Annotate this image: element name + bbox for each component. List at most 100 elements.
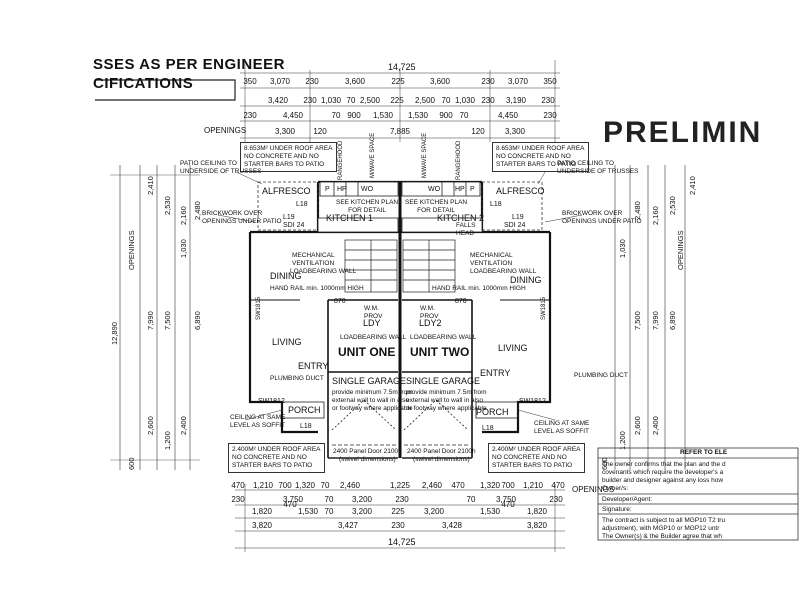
left-dim: 2,160: [179, 206, 188, 225]
dim-value: 3,428: [441, 521, 463, 530]
note-line: BRICKWORK OVER: [562, 210, 623, 217]
window-code-vertical: SW1815: [256, 296, 262, 320]
dim-value: 230: [391, 521, 405, 530]
garage-wall-note-right: provide minimum 7.5m from external wall …: [406, 389, 487, 413]
note-line: FALLS: [456, 222, 476, 229]
bottom-dimension-lines: [235, 484, 565, 552]
dim-value: 230: [541, 96, 555, 105]
right-dim: 1,200: [618, 431, 627, 450]
left-dim: 2,410: [146, 176, 155, 195]
note-line: builder and designer against any loss ho…: [602, 477, 724, 484]
note-line: NO CONCRETE AND NO: [492, 454, 567, 461]
bottom-dim-row3b: 470 470: [0, 500, 800, 510]
note-line: CEILING AT SAME: [230, 414, 286, 421]
right-dim: 1,030: [618, 239, 627, 258]
left-dim: 2,480: [193, 201, 202, 220]
right-dim: 2,600: [633, 416, 642, 435]
dim-value: 70: [320, 481, 330, 490]
bottom-dim-row2: 230 3,750 70 3,200 230 70 3,750 230: [0, 495, 800, 505]
dim-value: 3,300: [274, 127, 296, 136]
dim-value: 3,420: [267, 96, 289, 105]
dim-value: 900: [439, 111, 453, 120]
dim-value: 2,460: [339, 481, 361, 490]
note-line: provide minimum 7.5m from: [332, 389, 413, 396]
patio-ceiling-note-left: PATIO CEILING TO UNDERSIDE OF TRUSSES: [180, 160, 262, 176]
note-line: FOR DETAIL: [348, 207, 386, 214]
dim-value: 1,530: [479, 507, 501, 516]
dim-value: 225: [390, 96, 404, 105]
bottom-dim-row3: 1,820 1,530 70 3,200 225 3,200 1,530 1,8…: [0, 507, 800, 517]
dim-value: 1,530: [372, 111, 394, 120]
dim-value: 7,885: [389, 127, 411, 136]
laundry-label-left: LDY: [363, 318, 381, 328]
note-line: BRICKWORK OVER: [202, 210, 263, 217]
loadbearing-note-mid-right: LOADBEARING WALL: [410, 334, 477, 341]
plumbing-duct-right: PLUMBING DUCT: [574, 372, 628, 379]
alfresco-areas: [257, 181, 543, 231]
note-line: OPENINGS UNDER PATIO: [202, 218, 282, 225]
living-label-right: LIVING: [498, 343, 528, 353]
ceiling-soffit-note-right: CEILING AT SAME LEVEL AS SOFFIT: [534, 420, 589, 436]
right-dim: 2,530: [668, 196, 677, 215]
hand-rail-note-left: HAND RAIL min. 1000mm HIGH: [270, 285, 364, 292]
dining-label-right: DINING: [510, 275, 542, 285]
dim-value: 230: [395, 495, 409, 504]
dim-value: 1,030: [320, 96, 342, 105]
loadbearing-note-right: LOADBEARING WALL: [470, 268, 537, 275]
dim-value: 3,750: [282, 495, 304, 504]
top-dim-row4: 3,300 120 7,885 120 3,300: [0, 127, 800, 137]
title-block-heading: REFER TO ELE: [680, 449, 728, 456]
dim-value: 3,200: [423, 507, 445, 516]
pantry-label-left: P: [325, 186, 330, 193]
note-line: provide minimum 7.5m from: [406, 389, 487, 396]
stairs: [344, 239, 456, 293]
dim-value: 230: [543, 111, 557, 120]
note-line: VENTILATION: [470, 260, 513, 267]
header-title-line1: SSES AS PER ENGINEER: [93, 56, 285, 73]
note-line: SEE KITCHEN PLAN: [336, 199, 399, 206]
header-block: [95, 79, 236, 101]
porch-label-left: PORCH: [288, 405, 321, 415]
dim-value: 70: [324, 495, 334, 504]
dim-value: 70: [466, 495, 476, 504]
signature-label: Signature:: [602, 506, 632, 513]
panel-door-note-right: 2400 Panel Door 2100h (swivel dimensions…: [407, 448, 476, 464]
developer-label: Developer/Agent:: [602, 496, 653, 503]
dim-value: 3,820: [251, 521, 273, 530]
dim-value: 4,450: [497, 111, 519, 120]
lintel-l19-left: L19: [283, 214, 295, 221]
note-line: UNDERSIDE OF TRUSSES: [557, 168, 639, 175]
dim-value: 230: [549, 495, 563, 504]
garage-doors: [328, 399, 472, 459]
left-dimension-lines: [110, 165, 200, 470]
left-dim: 1,200: [163, 431, 172, 450]
kitchen-fixtures: [317, 181, 483, 233]
rangehood-label-right: RANGEHOOD: [456, 140, 462, 180]
dim-value: 230: [303, 96, 317, 105]
dim-value: 70: [441, 96, 451, 105]
note-line: 8.653M² UNDER ROOF AREA: [496, 145, 585, 152]
note-line: W.M.: [364, 305, 379, 312]
bottom-openings-label: OPENINGS: [572, 485, 615, 494]
bottom-dim-row4: 3,820 3,427 230 3,428 3,820: [0, 521, 800, 531]
note-line: NO CONCRETE AND NO: [496, 153, 571, 160]
window-code-vertical: SW1815: [541, 296, 547, 320]
note-line: LEVEL AS SOFFIT: [230, 422, 286, 429]
right-dim: 6,890: [668, 311, 677, 330]
left-dim: 2,530: [163, 196, 172, 215]
living-label-left: LIVING: [272, 337, 302, 347]
dim-value: 350: [243, 77, 257, 86]
note-line: or footway where applicable: [406, 405, 487, 412]
dim-value: 900: [347, 111, 361, 120]
header-title-line2: CIFICATIONS: [93, 75, 194, 92]
plumbing-duct-left: PLUMBING DUCT: [270, 375, 324, 382]
top-dim-row3: 230 4,450 70 900 1,530 1,530 900 70 4,45…: [0, 111, 800, 121]
note-line: STARTER BARS TO PATIO: [492, 462, 573, 469]
kitchen-label-left: KITCHEN 1: [326, 213, 374, 223]
dining-label-left: DINING: [270, 271, 302, 281]
right-openings-label: OPENINGS: [676, 230, 685, 270]
dim-value: 4,450: [282, 111, 304, 120]
internal-walls: [250, 299, 550, 458]
bottom-dim-row1: 470 1,210 700 1,320 70 2,460 1,225 2,460…: [0, 481, 800, 491]
pantry-label-right: P: [470, 186, 475, 193]
